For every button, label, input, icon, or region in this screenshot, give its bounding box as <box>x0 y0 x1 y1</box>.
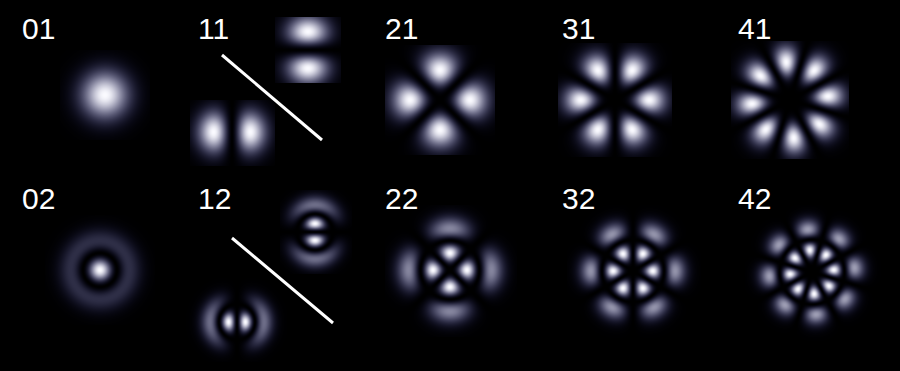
mode-pattern <box>558 43 672 157</box>
mode-pattern <box>280 190 352 274</box>
mode-label: 12 <box>196 184 233 214</box>
mode-pattern <box>385 45 495 155</box>
mode-label: 41 <box>736 14 773 44</box>
mode-label: 22 <box>383 184 420 214</box>
mode-label: 02 <box>20 184 57 214</box>
mode-pattern <box>745 205 881 341</box>
mode-pattern <box>731 41 849 159</box>
mode-pattern <box>567 205 701 339</box>
mode-pattern <box>45 215 155 325</box>
mode-label: 11 <box>196 14 231 44</box>
divider-line <box>222 55 322 140</box>
mode-pattern <box>60 50 150 140</box>
mode-label: 01 <box>20 14 57 44</box>
mode-label: 21 <box>383 14 420 44</box>
mode-patterns <box>45 17 881 362</box>
mode-pattern <box>385 205 517 337</box>
mode-label: 42 <box>736 184 773 214</box>
mode-pattern <box>190 100 275 166</box>
mode-label: 31 <box>560 14 597 44</box>
mode-label: 32 <box>560 184 597 214</box>
mode-pattern <box>275 17 341 83</box>
mode-pattern <box>185 275 287 362</box>
divider-line <box>232 238 333 323</box>
